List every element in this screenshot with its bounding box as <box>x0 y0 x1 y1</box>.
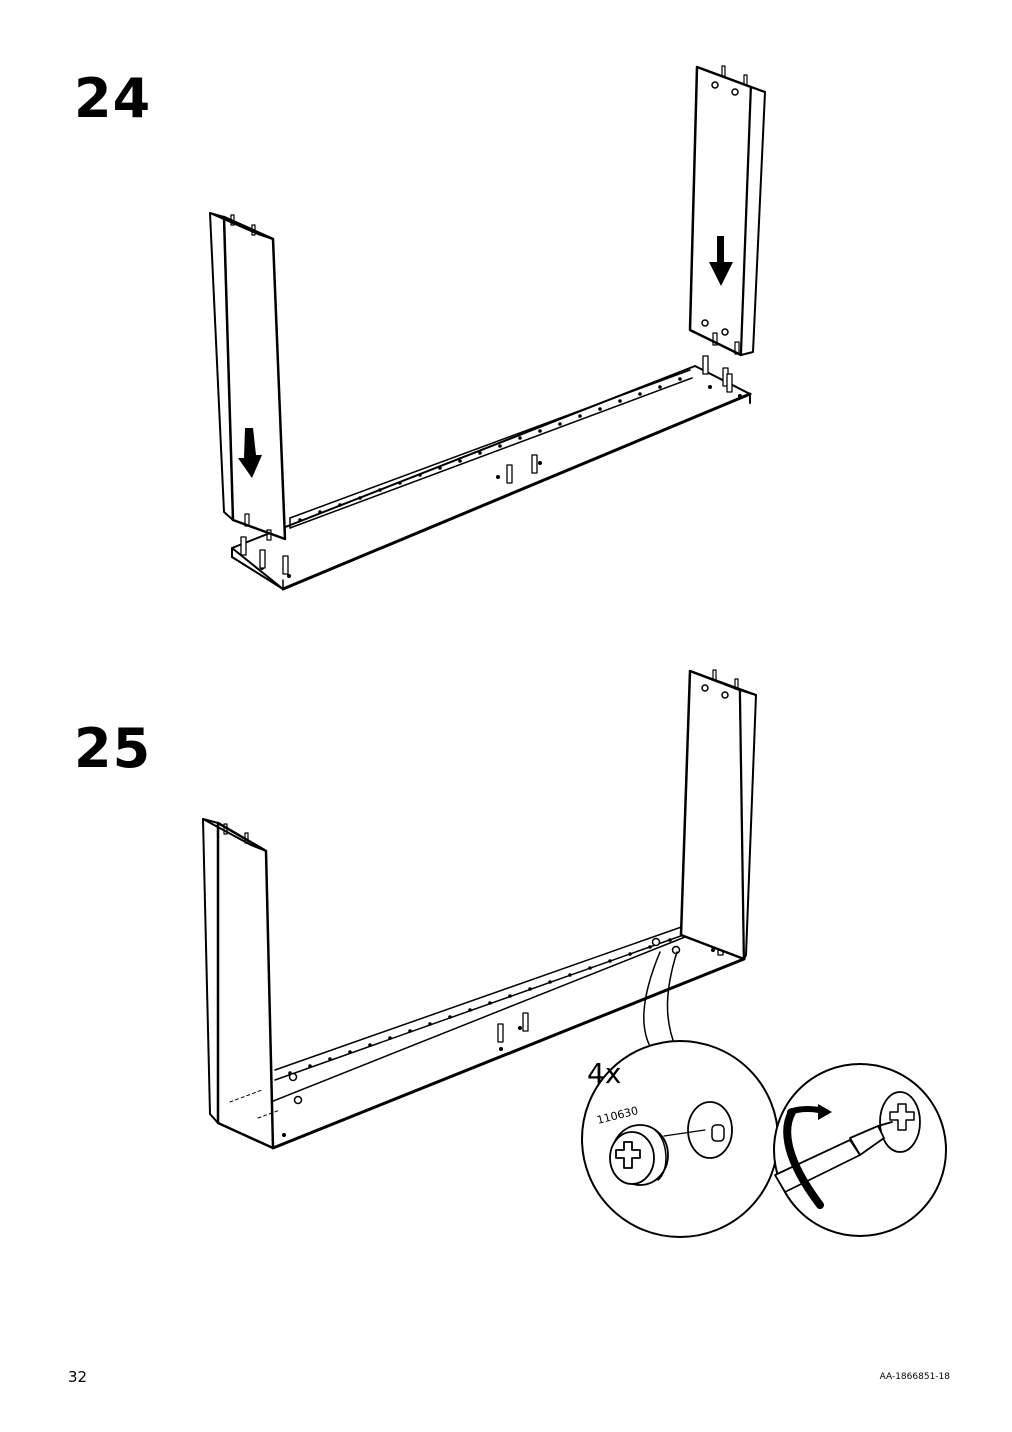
back-rail <box>274 923 715 1137</box>
right-side-panel <box>688 65 766 357</box>
base-panel <box>231 365 752 591</box>
dowels <box>240 355 733 575</box>
step-25-illustration <box>202 669 947 1238</box>
left-side-panel <box>209 212 287 541</box>
screwdriver-icon <box>774 1121 893 1193</box>
document-code: AA-1866851-18 <box>879 1372 950 1382</box>
rotation-arrow-icon <box>783 1108 824 1209</box>
callout-leader <box>643 951 678 1051</box>
back-rail <box>260 369 742 578</box>
screwdriver-detail-bubble <box>773 1063 947 1237</box>
cam-lock-icon <box>609 1124 669 1186</box>
right-side-panel <box>679 669 757 961</box>
quantity-label: 4x <box>587 1057 621 1090</box>
step-25-number: 25 <box>74 717 152 780</box>
cam-lock-detail-bubble <box>581 1040 779 1238</box>
down-arrow-icon <box>238 428 262 478</box>
step-24-illustration <box>209 65 766 591</box>
page-number: 32 <box>68 1368 88 1386</box>
down-arrow-icon <box>709 236 733 286</box>
step-24-number: 24 <box>74 67 152 130</box>
left-side-panel <box>202 818 281 1150</box>
